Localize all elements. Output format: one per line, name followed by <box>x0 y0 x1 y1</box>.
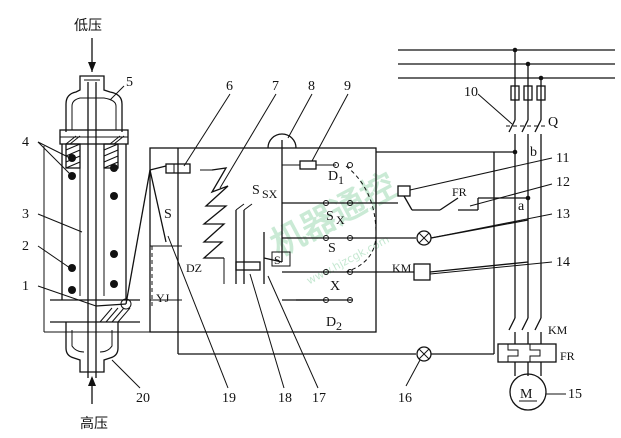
high-pressure-label: 高压 <box>80 415 108 432</box>
callout-15: 15 <box>568 387 582 402</box>
label-sx-sub: X <box>336 213 345 227</box>
high-pressure-arrow <box>88 376 96 404</box>
lever-arm <box>125 165 167 305</box>
label-d1-sub: 1 <box>338 173 344 187</box>
callout-8: 8 <box>308 79 315 94</box>
label-d1: D <box>328 169 338 184</box>
callout-12: 12 <box>556 175 570 190</box>
label-b: b <box>530 145 537 160</box>
callout-14: 14 <box>556 255 570 270</box>
label-q: Q <box>548 115 558 130</box>
label-sx: S <box>326 209 334 224</box>
switch-s-small <box>263 232 291 284</box>
motor-label: M <box>520 387 533 402</box>
resistor-dz <box>200 167 229 284</box>
callout-3: 3 <box>22 207 29 222</box>
label-km-coil: KM <box>392 261 412 275</box>
callout-11: 11 <box>556 151 569 166</box>
plates-18 <box>235 203 261 284</box>
label-x: X <box>330 279 340 294</box>
label-d2-sub: 2 <box>336 319 342 333</box>
control-box <box>149 147 377 354</box>
watermark: 机器通控 www.hjzcgk.com <box>264 166 403 288</box>
label-yj: YJ <box>156 291 170 305</box>
labels: S YJ DZ S SX D 1 S X S S X KM D 2 FR a b… <box>156 115 575 363</box>
label-s-mid: S <box>328 241 336 256</box>
callout-13: 13 <box>556 207 570 222</box>
callout-4: 4 <box>22 135 29 150</box>
label-a: a <box>518 199 525 214</box>
low-pressure-label: 低压 <box>74 18 102 34</box>
callout-19: 19 <box>222 391 236 406</box>
contact-block-6 <box>165 163 191 174</box>
pressure-element <box>43 75 150 378</box>
power-lines <box>398 47 615 376</box>
label-dz: DZ <box>186 261 202 275</box>
label-ssx-sub: SX <box>262 187 278 201</box>
label-fr-top: FR <box>452 185 467 199</box>
callout-17: 17 <box>312 391 326 406</box>
fuse-d1 <box>282 160 336 170</box>
callout-1: 1 <box>22 279 29 294</box>
callout-10: 10 <box>464 85 478 100</box>
callout-7: 7 <box>272 79 279 94</box>
switch-yj <box>149 169 182 308</box>
callout-6: 6 <box>226 79 233 94</box>
callout-2: 2 <box>22 239 29 254</box>
callouts: 1 2 3 4 5 6 7 8 9 10 11 12 <box>22 75 582 406</box>
label-km-contact: KM <box>548 323 568 337</box>
label-d2: D <box>326 315 336 330</box>
motor-15: M <box>509 373 566 411</box>
callout-9: 9 <box>344 79 351 94</box>
callout-18: 18 <box>278 391 292 406</box>
low-pressure-arrow <box>88 38 96 72</box>
knob-8 <box>267 133 297 262</box>
callout-5: 5 <box>126 75 133 90</box>
label-s-small: S <box>274 253 281 267</box>
label-s-left: S <box>164 207 172 222</box>
callout-16: 16 <box>398 391 412 406</box>
label-ssx: S <box>252 183 260 198</box>
callout-20: 20 <box>136 391 150 406</box>
label-fr-bottom: FR <box>560 349 575 363</box>
